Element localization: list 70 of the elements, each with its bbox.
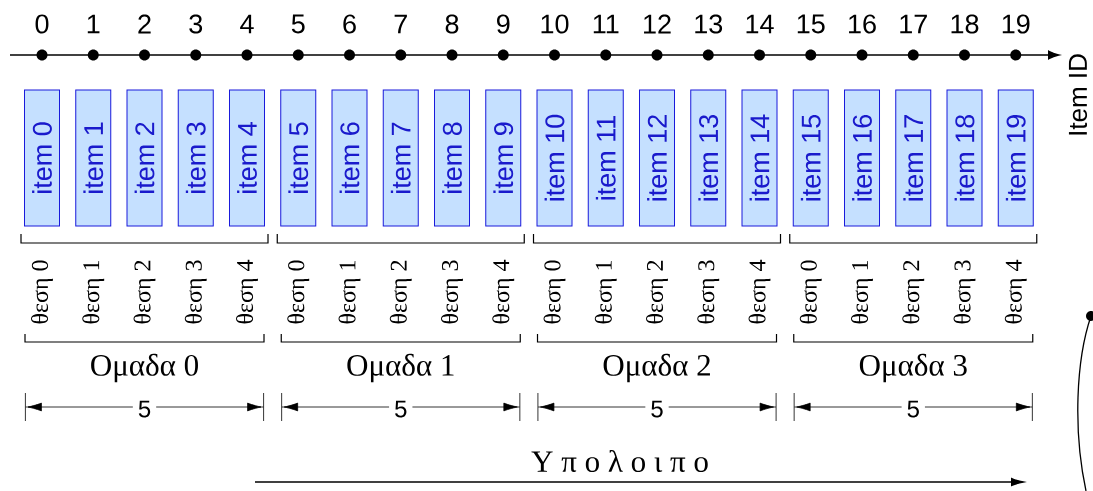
item-box: item 16: [844, 89, 880, 227]
position-label: θεση 1: [851, 260, 873, 324]
position-label: θεση 4: [492, 259, 515, 324]
item-box: item 0: [24, 89, 60, 227]
position-label: θεση 1: [338, 260, 361, 324]
group-label: Ομαδα 2: [603, 353, 710, 383]
item-box: item 15: [792, 89, 829, 227]
position-label: θεση 0: [287, 260, 310, 324]
position-label: θεση 3: [184, 260, 207, 324]
group-label: Ομαδα 1: [347, 353, 454, 383]
tick-label: 0: [35, 14, 49, 34]
item-box: item 1: [75, 89, 112, 227]
tick-label: 10: [541, 14, 569, 34]
tick-label: 1: [87, 14, 100, 34]
item-box: item 19: [997, 89, 1034, 227]
dimension-label: 5: [901, 397, 925, 421]
item-box: item 5: [280, 89, 317, 227]
position-label: θεση 2: [133, 260, 156, 324]
position-label: θεση 1: [594, 260, 617, 324]
tick-label: 3: [189, 14, 203, 34]
group-label: Ομαδα 0: [91, 353, 198, 383]
tick-label: 9: [497, 14, 510, 34]
tick-label: 7: [394, 14, 407, 34]
tick-label: 15: [797, 14, 825, 34]
item-box: item 8: [434, 89, 470, 227]
position-label: θεση 3: [697, 260, 720, 324]
item-box: item 12: [639, 89, 675, 227]
item-box: item 7: [382, 89, 419, 227]
item-box: item 6: [331, 89, 368, 227]
position-label: θεση 0: [31, 260, 53, 324]
position-label: θεση 3: [441, 260, 463, 324]
item-box: item 2: [126, 89, 163, 227]
tick-label: 17: [900, 14, 927, 34]
item-box: item 14: [741, 89, 778, 227]
position-label: θεση 1: [82, 260, 105, 324]
tick-label: 5: [291, 14, 305, 34]
item-box: item 3: [177, 89, 214, 227]
item-box: item 11: [587, 89, 624, 227]
position-label: θεση 4: [748, 259, 771, 324]
dimension-label: 5: [645, 397, 669, 421]
item-box: item 10: [536, 89, 573, 227]
item-box: item 17: [895, 89, 932, 227]
tick-label: 13: [695, 14, 723, 34]
dimension-label: 5: [132, 397, 157, 421]
position-label: θεση 3: [953, 260, 976, 324]
position-label: θεση 2: [646, 260, 668, 324]
tick-label: 12: [644, 14, 671, 34]
dimension-label: 5: [389, 397, 413, 421]
tick-label: 6: [343, 14, 356, 34]
item-box: item 9: [485, 89, 522, 227]
tick-label: 18: [951, 14, 979, 34]
position-label: θεση 2: [389, 260, 412, 324]
position-label: θεση 0: [799, 260, 822, 324]
position-label: θεση 4: [236, 259, 258, 324]
tick-label: 14: [746, 14, 774, 34]
item-box: item 4: [229, 89, 265, 227]
group-label: Ομαδα 3: [859, 353, 967, 383]
position-label: θεση 4: [1004, 259, 1027, 324]
tick-label: 19: [1002, 14, 1030, 34]
axis-label: Item ID: [1068, 54, 1088, 135]
tick-label: 2: [138, 14, 151, 34]
item-box: item 13: [690, 89, 727, 227]
item-box: item 18: [946, 89, 983, 227]
position-label: θεση 2: [902, 260, 925, 324]
tick-label: 4: [240, 14, 254, 34]
remainder-label: Υ π ο λ ο ι π ο: [531, 449, 708, 473]
tick-label: 8: [445, 14, 459, 34]
tick-label: 16: [849, 14, 876, 34]
position-label: θεση 0: [543, 260, 566, 324]
tick-label: 11: [593, 14, 619, 34]
